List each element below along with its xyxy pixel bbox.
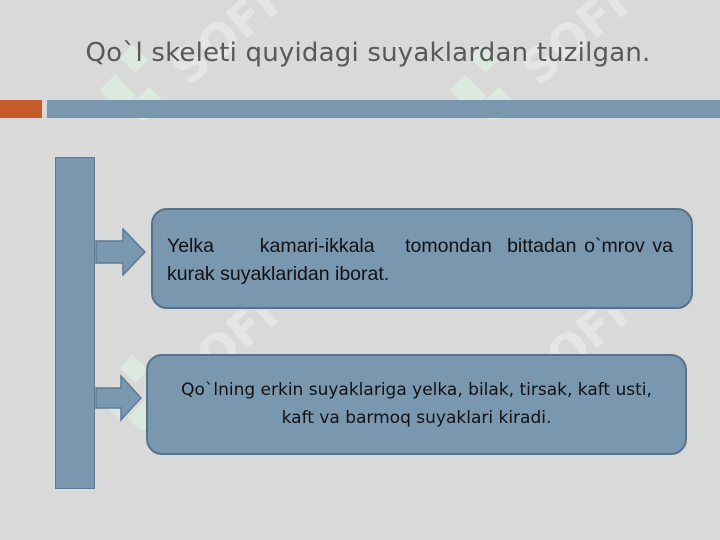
vertical-connector-bar: [55, 157, 95, 489]
watermark-logo-icon: SOFF: [449, 0, 635, 120]
info-box-text: Yelka kamari-ikkala tomondan bittadan o`…: [167, 235, 684, 285]
watermark-logo-icon: SOFF: [99, 0, 285, 120]
info-box-text: Qo`lning erkin suyaklariga yelka, bilak,…: [181, 380, 652, 428]
right-arrow-icon: [95, 374, 143, 422]
slide-title: Qo`l skeleti quyidagi suyaklardan tuzilg…: [85, 38, 651, 68]
info-box-shoulder-girdle: Yelka kamari-ikkala tomondan bittadan o`…: [151, 208, 693, 309]
right-arrow-icon: [95, 228, 147, 276]
title-accent-bar: [0, 100, 42, 118]
title-underline-bar: [47, 100, 720, 118]
info-box-free-arm-bones: Qo`lning erkin suyaklariga yelka, bilak,…: [146, 354, 687, 455]
